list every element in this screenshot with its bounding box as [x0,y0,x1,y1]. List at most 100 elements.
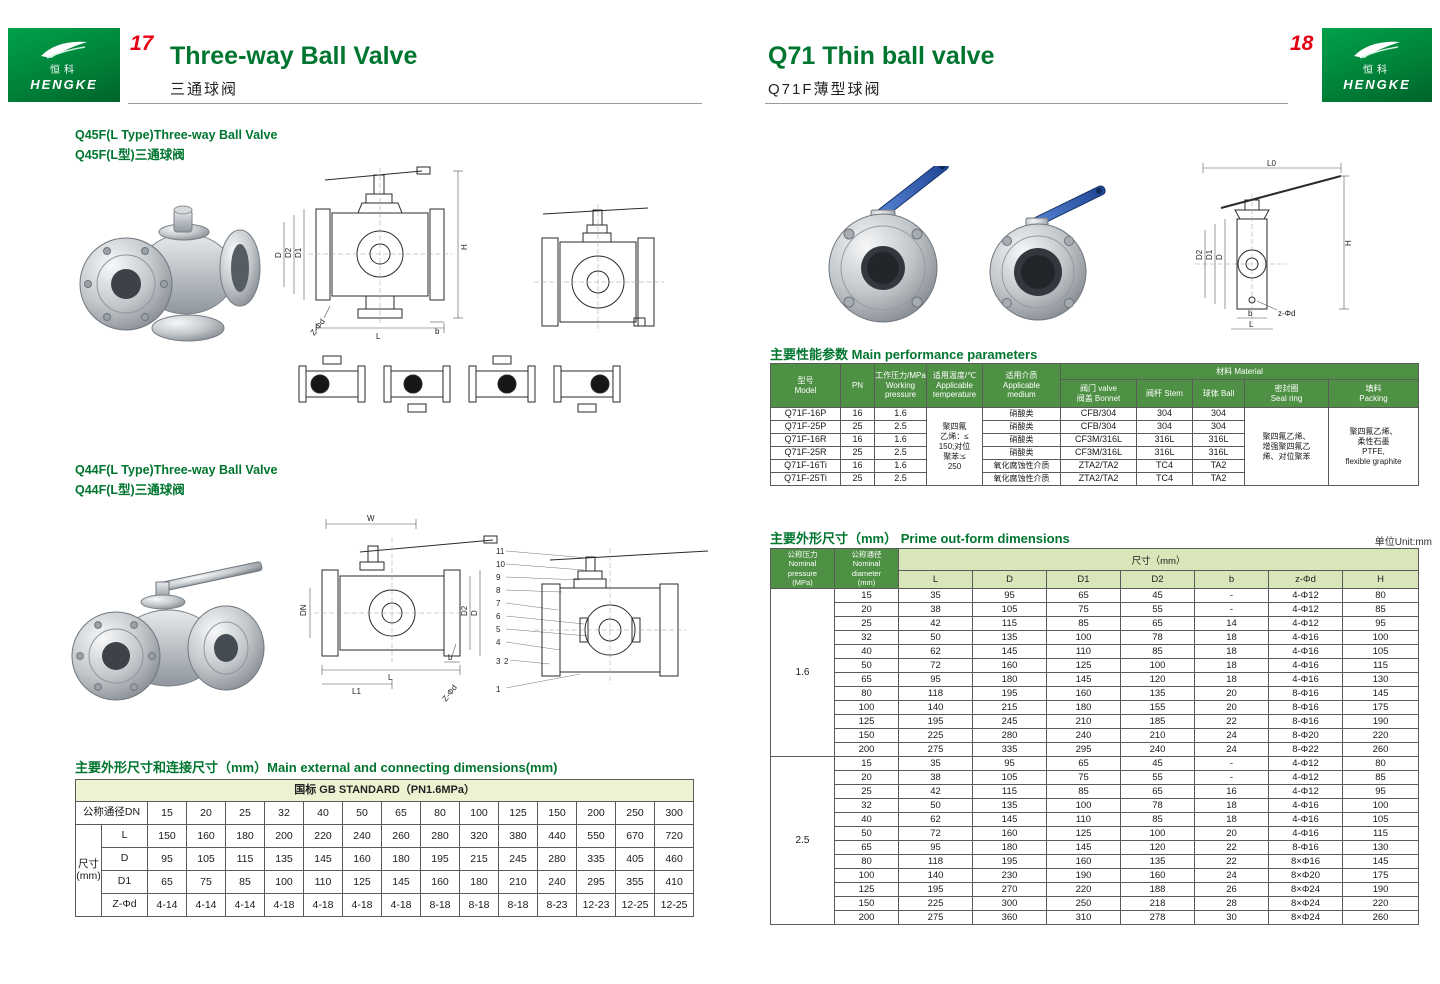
table-cell: 1.6 [874,459,927,473]
table-cell: 2.5 [874,420,927,434]
dim-label-zphid: Z-Φd [440,683,458,703]
table-cell: 115 [1341,658,1420,673]
table-cell: 55 [1120,770,1195,785]
table-cell: 2.5 [874,446,927,460]
dim-label-h: H [460,244,469,250]
brand-name-en: HENGKE [30,77,98,92]
right-page-subtitle: Q71F薄型球阀 [768,81,882,98]
table-cell: 20 [1194,700,1269,715]
table-cell: 245 [498,847,538,871]
table-cell: 4-18 [342,893,382,917]
drawing-q45f-front: H D D2 D1 L b Z-Φd [270,158,475,351]
table-cell: 45 [1120,756,1195,771]
table-cell: 25 [834,784,899,799]
table-cell: 220 [1341,728,1420,743]
table-cell: 20 [834,602,899,617]
part-number: 11 [496,547,505,556]
dim-label-d: D [470,610,479,616]
table-cell: 8×Φ24 [1268,910,1343,925]
table-cell: 4-Φ16 [1268,630,1343,645]
table-cell: 4-18 [381,893,421,917]
table-cell: CFB/304 [1060,407,1137,421]
table-cell: 8-18 [420,893,460,917]
part-number: 1 [496,685,501,694]
table-cell: 140 [898,700,973,715]
table-cell: 65 [834,672,899,687]
table-cell: 18 [1194,812,1269,827]
table-cell: 150 [834,728,899,743]
table-cell: 8×Φ24 [1268,882,1343,897]
brand-name-zh: 恒科 [1363,65,1391,76]
dn-value: 80 [420,801,460,825]
dn-value: 32 [264,801,304,825]
table-cell: 25 [840,472,875,486]
table-cell: 4-14 [186,893,226,917]
table-cell: 190 [1341,882,1420,897]
table-cell: 200 [834,742,899,757]
table-cell: 4-14 [225,893,265,917]
table-cell: 4-Φ16 [1268,658,1343,673]
table-cell: 180 [225,824,265,848]
col-bonnet: 阀门 valve 阀盖 Bonnet [1060,379,1137,408]
seal-note: 聚四氟乙烯、 增强聚四氟乙 烯、对位聚苯 [1244,407,1329,486]
table-cell: 18 [1194,658,1269,673]
table-cell: 160 [1120,868,1195,883]
dim-label-l0: L0 [1267,159,1276,168]
table-cell: 62 [898,644,973,659]
part-number: 5 [496,625,501,634]
table-cell: TA2 [1192,459,1245,473]
col-nominal-diameter: 公称通径 Nominal diameter (mm) [834,548,899,589]
section-q44f-heading-zh: Q44F(L型)三通球阀 [75,483,185,497]
table-cell: 145 [1046,840,1121,855]
table-cell: 115 [1341,826,1420,841]
drawing-q71-section: L0 H D D1 D2 b L z-Φd [1145,158,1353,338]
table-cell: 275 [898,910,973,925]
part-number: 6 [496,612,501,621]
table-cell: 62 [898,812,973,827]
part-number: 2 [504,657,509,666]
table-cell: 316L [1136,446,1193,460]
table-cell: 130 [1341,840,1420,855]
table-cell: 8-Φ22 [1268,742,1343,757]
table-cell: 8-Φ16 [1268,840,1343,855]
model-cell: Q71F-25R [770,446,841,460]
section-q45f-heading-zh: Q45F(L型)三通球阀 [75,148,185,162]
table-cell: 110 [1046,812,1121,827]
table-cell: 240 [1046,728,1121,743]
table-cell: 260 [1341,910,1420,925]
table-cell: 15 [834,588,899,603]
table-cell: CF3M/316L [1060,446,1137,460]
table-cell: 225 [898,896,973,911]
table-cell: 155 [1120,700,1195,715]
table-cell: 12-25 [615,893,655,917]
col-temperature: 适用温度/℃ Applicable temperature [926,363,983,408]
col-packing: 填料 Packing [1327,379,1420,408]
table-cell: 65 [834,840,899,855]
right-page-title: Q71 Thin ball valve [768,42,995,70]
table-cell: 50 [898,798,973,813]
table-cell: 75 [1046,602,1121,617]
dim-label-b: b [448,653,453,662]
table-cell: 28 [1194,896,1269,911]
table-cell: TA2 [1192,472,1245,486]
left-header-rule [128,103,702,104]
table-cell: 180 [972,672,1047,687]
table-cell: 12-23 [576,893,616,917]
table-cell: 2.5 [874,472,927,486]
table-cell: 85 [1046,784,1121,799]
table-cell: 145 [303,847,343,871]
table-cell: 100 [1341,798,1420,813]
table-cell: 105 [972,602,1047,617]
table-cell: 195 [898,714,973,729]
table-cell: 12-25 [653,893,695,917]
table-cell: 硝酸类 [982,433,1061,447]
table-cell: 18 [1194,798,1269,813]
dim-label-d1: D1 [294,247,303,258]
size-label: 尺寸 (mm) [75,824,102,917]
dim-label-dn: DN [299,604,308,616]
size-column: D1 [1046,570,1121,589]
table-cell: 22 [1194,714,1269,729]
dn-value: 250 [615,801,655,825]
table-cell: 410 [653,870,695,894]
